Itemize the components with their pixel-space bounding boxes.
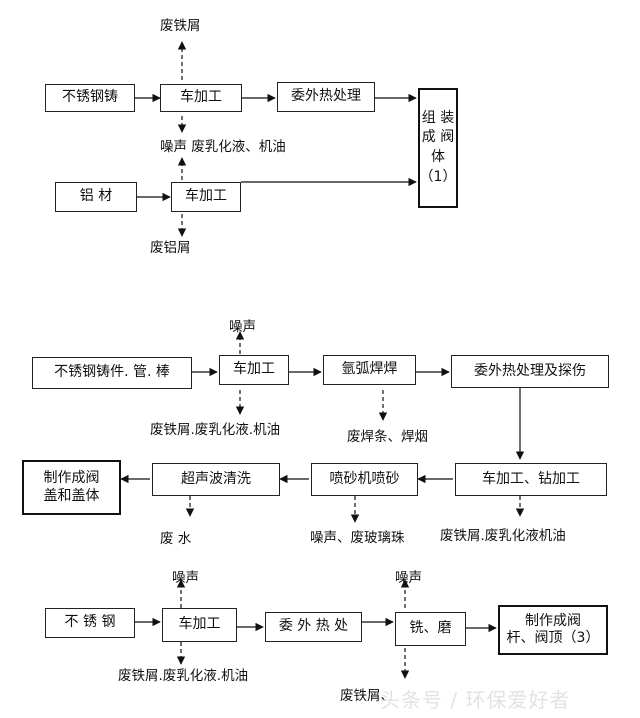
scrap-emulsion-oil-label-3: 废铁屑.废乳化液.机油 [118,668,249,684]
sandblast-box: 喷砂机喷砂 [311,463,418,496]
weld-waste-label: 废焊条、焊烟 [347,429,428,445]
lathe-drill-box: 车加工、钻加工 [455,463,607,496]
noise-label-2: 噪声 [229,319,256,335]
stainless-label-3: 不 锈 钢 [64,614,116,631]
stainless-parts-label: 不锈钢铸件. 管. 棒 [54,364,170,381]
heat-treat-label: 委外热处理 [291,88,361,105]
noise2-label-3: 噪声 [395,570,422,586]
scrap-emulsion-oil-label: 废铁屑.废乳化液机油 [440,528,566,544]
heat-treat-box: 委外热处理 [277,82,375,112]
noise-emulsion-label: 噪声 废乳化液、机油 [160,139,286,155]
ultrasonic-label: 超声波清洗 [181,470,251,487]
heat-label-3: 委 外 热 处 [278,618,349,635]
lathe1-box: 车加工 [160,84,242,112]
make-stem-box: 制作成阀 杆、阀顶（3） [498,605,608,655]
assembly-line-4: （1） [419,168,457,185]
noise1-label-3: 噪声 [172,570,199,586]
mill-grind-label: 铣、磨 [409,620,452,637]
lathe-label-3: 车加工 [178,616,221,633]
stainless-parts-box: 不锈钢铸件. 管. 棒 [32,357,192,389]
scrap-aluminum-label: 废铝屑 [150,240,191,256]
make-stem-line-1: 制作成阀 [525,612,581,629]
heat-inspect-box: 委外热处理及探伤 [451,355,609,388]
waste-water-label: 废 水 [160,531,192,547]
make-cover-line-1: 制作成阀 [43,470,100,486]
stainless-box-3: 不 锈 钢 [45,608,135,638]
lathe-label-2: 车加工 [233,361,275,378]
lathe2-label: 车加工 [185,188,227,205]
noise-glass-label: 噪声、废玻璃珠 [310,530,405,546]
scrap-partial-label: 废铁屑、 [340,688,394,704]
aluminum-box: 铝 材 [55,182,137,212]
lathe-box-2: 车加工 [219,355,289,385]
make-stem-line-2: 杆、阀顶（3） [506,630,600,646]
scrap-emulsion-label: 废铁屑.废乳化液.机油 [150,422,281,438]
make-cover-box: 制作成阀 盖和盖体 [22,460,121,515]
lathe1-label: 车加工 [180,89,222,106]
watermark: 头条号 / 环保爱好者 [380,688,571,712]
aluminum-label: 铝 材 [79,188,113,205]
scrap-iron-label: 废铁屑 [160,18,201,34]
lathe-box-3: 车加工 [162,608,237,642]
argon-weld-box: 氩弧焊焊 [323,355,416,385]
stainless-cast-box: 不锈钢铸 [45,84,135,112]
ultrasonic-box: 超声波清洗 [152,463,280,496]
heat-inspect-label: 委外热处理及探伤 [474,362,586,379]
sandblast-label: 喷砂机喷砂 [329,470,400,487]
assembly-line-1: 组 装 [421,109,455,126]
mill-grind-box: 铣、磨 [395,612,466,646]
argon-weld-label: 氩弧焊焊 [341,361,398,378]
assembly-line-3: 体 [431,149,445,165]
stainless-cast-label: 不锈钢铸 [62,89,118,106]
make-cover-line-2: 盖和盖体 [43,487,100,504]
assembly-line-2: 成 阀 [421,129,455,146]
assembly-box: 组 装 成 阀 体 （1） [418,88,458,208]
lathe-drill-label: 车加工、钻加工 [482,470,580,487]
heat-box-3: 委 外 热 处 [265,612,362,642]
lathe2-box: 车加工 [171,182,241,212]
